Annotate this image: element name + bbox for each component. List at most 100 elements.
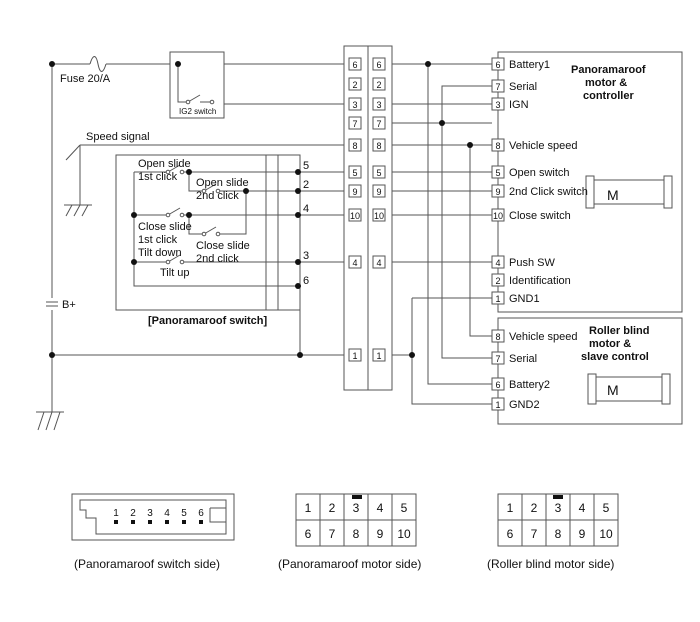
connector-pin-number: 3 bbox=[555, 501, 562, 515]
switch-label-open1-sub: 1st click bbox=[138, 171, 178, 183]
connector-pin-number: 3 bbox=[353, 501, 360, 515]
panoramaroof-controller: Panoramaroof motor & controller M bbox=[497, 51, 683, 313]
junction-pin: 2 bbox=[352, 80, 357, 90]
junction-pin: 7 bbox=[352, 119, 357, 129]
controller-pin-label: Serial bbox=[509, 81, 537, 93]
switch-caption: [Panoramaroof switch] bbox=[148, 315, 268, 327]
connector-caption: (Panoramaroof motor side) bbox=[278, 557, 421, 571]
junction-pin: 1 bbox=[376, 351, 381, 361]
controller-pin-label: IGN bbox=[509, 99, 529, 111]
switch-label-close1: Close slide bbox=[138, 221, 192, 233]
connector-pin-number: 5 bbox=[603, 501, 610, 515]
ig2-switch-label: IG2 switch bbox=[179, 107, 216, 116]
switch-terminal: 4 bbox=[303, 203, 309, 215]
roller-pin-label: GND2 bbox=[509, 399, 540, 411]
roller-pin: 1 bbox=[495, 400, 500, 410]
roller-pin: 6 bbox=[495, 380, 500, 390]
fuse-label: Fuse 20/A bbox=[60, 73, 111, 85]
controller-pin: 4 bbox=[495, 258, 500, 268]
controller-pin: 7 bbox=[495, 82, 500, 92]
controller-pin-label: Identification bbox=[509, 275, 571, 287]
junction-pin: 3 bbox=[352, 100, 357, 110]
junction-pin: 8 bbox=[352, 141, 357, 151]
controller-pin: 2 bbox=[495, 276, 500, 286]
switch-label-tilt-down: Tilt down bbox=[138, 247, 182, 259]
switch-label-close1-sub: 1st click bbox=[138, 234, 178, 246]
switch-label-open1: Open slide bbox=[138, 158, 191, 170]
controller-pin: 10 bbox=[493, 211, 503, 221]
connector-pin-number: 1 bbox=[113, 508, 119, 519]
controller-pin-label: Open switch bbox=[509, 167, 570, 179]
controller-pin: 3 bbox=[495, 100, 500, 110]
controller-pin: 6 bbox=[495, 60, 500, 70]
connector-pin-number: 8 bbox=[555, 527, 562, 541]
connector-pin-number: 9 bbox=[377, 527, 384, 541]
connector-caption: (Roller blind motor side) bbox=[487, 557, 614, 571]
connector-caption: (Panoramaroof switch side) bbox=[74, 557, 220, 571]
junction-pin: 4 bbox=[352, 258, 357, 268]
splice-dots bbox=[49, 61, 473, 358]
junction-pin: 6 bbox=[352, 60, 357, 70]
switch-label-tilt-up: Tilt up bbox=[160, 267, 190, 279]
roller-pin: 8 bbox=[495, 332, 500, 342]
junction-pin: 4 bbox=[376, 258, 381, 268]
junction-pin: 9 bbox=[352, 187, 357, 197]
connector-pin-number: 6 bbox=[305, 527, 312, 541]
switch-terminal: 2 bbox=[303, 179, 309, 191]
controller-pin-label: Vehicle speed bbox=[509, 140, 578, 152]
connector-pin-number: 2 bbox=[329, 501, 336, 515]
roller-pin-label: Serial bbox=[509, 353, 537, 365]
connector-pin-number: 2 bbox=[130, 508, 136, 519]
roller-motor-m: M bbox=[607, 382, 619, 398]
junction-pin: 10 bbox=[350, 211, 360, 221]
controller-pin-label: 2nd Click switch bbox=[509, 186, 588, 198]
connector-pin-number: 10 bbox=[599, 527, 613, 541]
controller-pin: 1 bbox=[495, 294, 500, 304]
junction-pin: 7 bbox=[376, 119, 381, 129]
connector-pin-number: 4 bbox=[164, 508, 170, 519]
junction-pin: 10 bbox=[374, 211, 384, 221]
roller-title: Roller blind bbox=[589, 325, 650, 337]
controller-pin: 5 bbox=[495, 168, 500, 178]
roller-pin-label: Battery2 bbox=[509, 379, 550, 391]
connector-pin-number: 1 bbox=[305, 501, 312, 515]
connector-pin-number: 10 bbox=[397, 527, 411, 541]
bplus-label: B+ bbox=[62, 299, 76, 311]
speed-signal-label: Speed signal bbox=[86, 131, 150, 143]
connector-pin-number: 5 bbox=[401, 501, 408, 515]
connector-switch-side: (Panoramaroof switch side) bbox=[71, 493, 235, 571]
switch-terminal: 3 bbox=[303, 250, 309, 262]
connector-pin-number: 2 bbox=[531, 501, 538, 515]
junction-pin: 2 bbox=[376, 80, 381, 90]
roller-pin-label: Vehicle speed bbox=[509, 331, 578, 343]
controller-pin-label: Close switch bbox=[509, 210, 571, 222]
connector-pin-number: 7 bbox=[329, 527, 336, 541]
controller-pin: 8 bbox=[495, 141, 500, 151]
controller-pin: 9 bbox=[495, 187, 500, 197]
switch-label-close2: Close slide bbox=[196, 240, 250, 252]
connector-pin-number: 7 bbox=[531, 527, 538, 541]
roller-title: motor & bbox=[589, 338, 631, 350]
connector-pin-number: 4 bbox=[377, 501, 384, 515]
switch-terminal: 6 bbox=[303, 275, 309, 287]
junction-pin: 6 bbox=[376, 60, 381, 70]
junction-pin: 3 bbox=[376, 100, 381, 110]
connector-pin-number: 1 bbox=[507, 501, 514, 515]
connector-pin-number: 6 bbox=[507, 527, 514, 541]
controller-title: controller bbox=[583, 90, 634, 102]
wires bbox=[36, 56, 492, 431]
switch-label-open2-sub: 2nd click bbox=[196, 190, 239, 202]
junction-pin: 8 bbox=[376, 141, 381, 151]
controller-motor-m: M bbox=[607, 187, 619, 203]
junction-pin: 1 bbox=[352, 351, 357, 361]
controller-pin-label: GND1 bbox=[509, 293, 540, 305]
controller-pin-label: Push SW bbox=[509, 257, 555, 269]
connector-pin-number: 6 bbox=[198, 508, 204, 519]
